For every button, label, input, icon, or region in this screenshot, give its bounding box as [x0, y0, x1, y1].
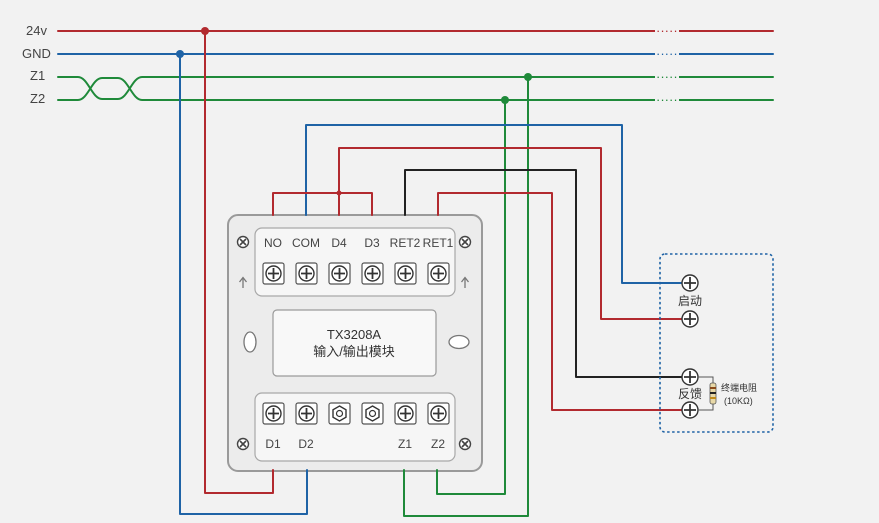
- resistor-icon: [709, 382, 717, 405]
- rail-z1: [57, 75, 774, 101]
- rails: 24v GND Z1 Z2 ····· ····· ····· ·····: [22, 22, 774, 110]
- terminal-screw-z1[interactable]: [394, 402, 417, 425]
- rail-z2: [57, 76, 774, 101]
- external-device: 启动 反馈 终端电阻 (10KΩ): [659, 253, 774, 433]
- terminal-screw-d2[interactable]: [295, 402, 318, 425]
- terminal-label-z2: Z2: [431, 437, 445, 451]
- bottom-terminals: [262, 402, 450, 425]
- terminal-label-com: COM: [292, 236, 320, 250]
- resistor-lead: [698, 376, 714, 411]
- rail-break-gnd: ·····: [656, 46, 678, 61]
- left-arrow-icon: [238, 276, 248, 288]
- wire-com-to-start: [305, 124, 689, 284]
- junction-dot: [176, 50, 184, 58]
- rail-label-gnd: GND: [22, 46, 51, 61]
- x-screw-icon: [458, 437, 472, 451]
- wires: [179, 30, 689, 517]
- resistor-label: 终端电阻: [721, 382, 757, 393]
- left-oval-hole: [243, 331, 257, 353]
- terminal-label-d1: D1: [265, 437, 281, 451]
- module-title: TX3208A: [327, 327, 382, 342]
- right-oval-hole: [448, 334, 470, 350]
- rail-label-z2: Z2: [30, 91, 45, 106]
- start-label: 启动: [678, 294, 702, 308]
- terminal-label-d2: D2: [298, 437, 314, 451]
- feedback-label: 反馈: [678, 387, 702, 401]
- start-terminal-top[interactable]: [681, 274, 699, 292]
- junction-dot: [336, 190, 342, 196]
- x-screw-icon: [458, 235, 472, 249]
- x-screw-icon: [236, 235, 250, 249]
- wire-no-to-start: [338, 147, 689, 320]
- right-arrow-icon: [460, 276, 470, 288]
- junctions: [176, 27, 532, 196]
- label-plate: [272, 309, 437, 377]
- wire-d4-d3-jumper: [338, 192, 373, 216]
- terminal-label-ret2: RET2: [390, 236, 421, 250]
- rail-break-z2: ·····: [656, 92, 678, 107]
- wire-24v-to-d1: [204, 30, 274, 494]
- resistor-value: (10KΩ): [724, 396, 753, 406]
- terminal-screw-d3[interactable]: [361, 262, 384, 285]
- rail-break-gap: [655, 22, 679, 110]
- terminal-screw-d4[interactable]: [328, 262, 351, 285]
- terminal-label-ret1: RET1: [423, 236, 454, 250]
- module-subtitle: 输入/输出模块: [313, 344, 395, 359]
- module: TX3208A 输入/输出模块 NO COM: [227, 214, 483, 472]
- wire-ret2-to-feedback: [404, 169, 689, 378]
- wire-gnd-to-d2: [179, 53, 308, 515]
- terminal-screw-ret2[interactable]: [394, 262, 417, 285]
- terminal-hex-nut-icon: [361, 402, 384, 425]
- terminal-screw-no[interactable]: [262, 262, 285, 285]
- terminal-label-d3: D3: [364, 236, 380, 250]
- rail-break-z1: ·····: [656, 69, 678, 84]
- terminal-label-z1: Z1: [398, 437, 412, 451]
- terminal-screw-d1[interactable]: [262, 402, 285, 425]
- rail-break-24v: ·····: [656, 23, 678, 38]
- wire-z1: [403, 76, 529, 517]
- feedback-terminal-top[interactable]: [681, 368, 699, 386]
- terminal-screw-com[interactable]: [295, 262, 318, 285]
- top-terminals: [262, 262, 450, 285]
- bottom-terminal-strip: [254, 392, 456, 462]
- wire-z2: [436, 99, 506, 495]
- terminal-label-d4: D4: [331, 236, 347, 250]
- wire-ret1-to-feedback: [437, 192, 689, 411]
- start-terminal-bottom[interactable]: [681, 310, 699, 328]
- terminal-hex-nut-icon: [328, 402, 351, 425]
- junction-dot: [501, 96, 509, 104]
- rail-label-z1: Z1: [30, 68, 45, 83]
- rail-label-24v: 24v: [26, 23, 47, 38]
- terminal-label-no: NO: [264, 236, 282, 250]
- junction-dot: [524, 73, 532, 81]
- terminal-screw-z2[interactable]: [427, 402, 450, 425]
- external-device-box: [659, 253, 774, 433]
- x-screw-icon: [236, 437, 250, 451]
- feedback-terminal-bottom[interactable]: [681, 401, 699, 419]
- junction-dot: [201, 27, 209, 35]
- wire-no-d4-jumper: [272, 192, 340, 216]
- terminal-screw-ret1[interactable]: [427, 262, 450, 285]
